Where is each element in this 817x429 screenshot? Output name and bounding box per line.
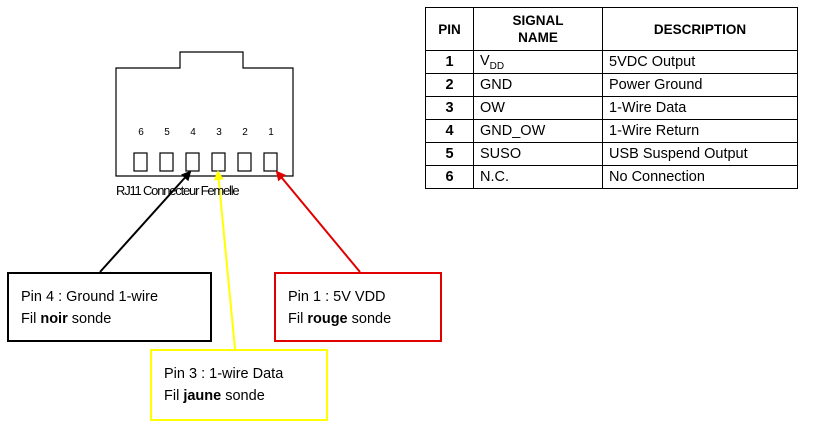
- pin-cell: 1: [425, 50, 474, 74]
- callout-prefix: Fil: [288, 311, 308, 327]
- signal-text: V: [480, 52, 490, 69]
- signal-cell: GND: [473, 73, 603, 97]
- header-pin: PIN: [425, 7, 474, 51]
- pin-number-4: 4: [190, 127, 196, 138]
- signal-subscript: DD: [489, 60, 505, 72]
- pin-slot-3: [211, 152, 226, 172]
- yellow-arrow: [213, 170, 236, 350]
- pin-slot-4: [185, 152, 200, 172]
- callout-pin4-black: Pin 4 : Ground 1-wire Fil noir sonde: [7, 272, 212, 342]
- callout-suffix: sonde: [221, 388, 265, 404]
- header-signal-name: SIGNAL NAME: [473, 7, 603, 51]
- callout-title: Pin 4 : Ground 1-wire: [21, 289, 159, 305]
- description-cell: No Connection: [602, 165, 798, 189]
- table-row: 5 SUSO USB Suspend Output: [425, 142, 798, 166]
- table-row: 4 GND_OW 1-Wire Return: [425, 119, 798, 143]
- signal-cell: VDD: [473, 50, 603, 74]
- red-arrow: [275, 170, 361, 273]
- signal-cell: N.C.: [473, 165, 603, 189]
- wire-color-word: noir: [40, 311, 68, 327]
- signal-cell: SUSO: [473, 142, 603, 166]
- pin-cell: 5: [425, 142, 474, 166]
- description-cell: USB Suspend Output: [602, 142, 798, 166]
- connector-label: RJ11 Connecteur Femelle: [116, 183, 240, 198]
- callout-prefix: Fil: [164, 388, 184, 404]
- description-cell: Power Ground: [602, 73, 798, 97]
- pin-number-2: 2: [242, 127, 248, 138]
- pin-cell: 4: [425, 119, 474, 143]
- callout-wire: Fil jaune sonde: [164, 385, 314, 407]
- callout-suffix: sonde: [67, 311, 112, 327]
- callout-title: Pin 1 : 5V VDD: [288, 289, 386, 305]
- pin-number-5: 5: [164, 127, 170, 138]
- pin-number-1: 1: [268, 127, 274, 138]
- table-row: 6 N.C. No Connection: [425, 165, 798, 189]
- signal-cell: OW: [473, 96, 603, 120]
- pin-cell: 6: [425, 165, 474, 189]
- pin-slot-6: [133, 152, 148, 172]
- pin-cell: 3: [425, 96, 474, 120]
- wire-color-word: rouge: [307, 311, 348, 327]
- callout-pin3-yellow: Pin 3 : 1-wire Data Fil jaune sonde: [150, 349, 328, 421]
- pin-number-6: 6: [138, 127, 144, 138]
- pin-slot-2: [237, 152, 252, 172]
- pin-slots: [133, 152, 278, 172]
- table-row: 1 VDD 5VDC Output: [425, 50, 798, 74]
- callout-suffix: sonde: [347, 311, 392, 327]
- black-arrow: [99, 170, 192, 273]
- description-cell: 1-Wire Return: [602, 119, 798, 143]
- wire-color-word: jaune: [183, 388, 222, 404]
- pin-table: PIN SIGNAL NAME DESCRIPTION 1 VDD 5VDC O…: [425, 7, 798, 189]
- pin-slot-5: [159, 152, 174, 172]
- callout-prefix: Fil: [21, 311, 41, 327]
- pin-slot-1: [263, 152, 278, 172]
- table-row: 2 GND Power Ground: [425, 73, 798, 97]
- pin-number-3: 3: [216, 127, 222, 138]
- connector-outline: [115, 51, 294, 177]
- description-cell: 1-Wire Data: [602, 96, 798, 120]
- table-header-row: PIN SIGNAL NAME DESCRIPTION: [425, 7, 798, 51]
- pin-cell: 2: [425, 73, 474, 97]
- callout-pin1-red: Pin 1 : 5V VDD Fil rouge sonde: [274, 272, 442, 342]
- signal-cell: GND_OW: [473, 119, 603, 143]
- callout-wire: Fil noir sonde: [21, 308, 198, 330]
- description-cell: 5VDC Output: [602, 50, 798, 74]
- header-description: DESCRIPTION: [602, 7, 798, 51]
- table-row: 3 OW 1-Wire Data: [425, 96, 798, 120]
- callout-title: Pin 3 : 1-wire Data: [164, 366, 284, 382]
- callout-wire: Fil rouge sonde: [288, 308, 428, 330]
